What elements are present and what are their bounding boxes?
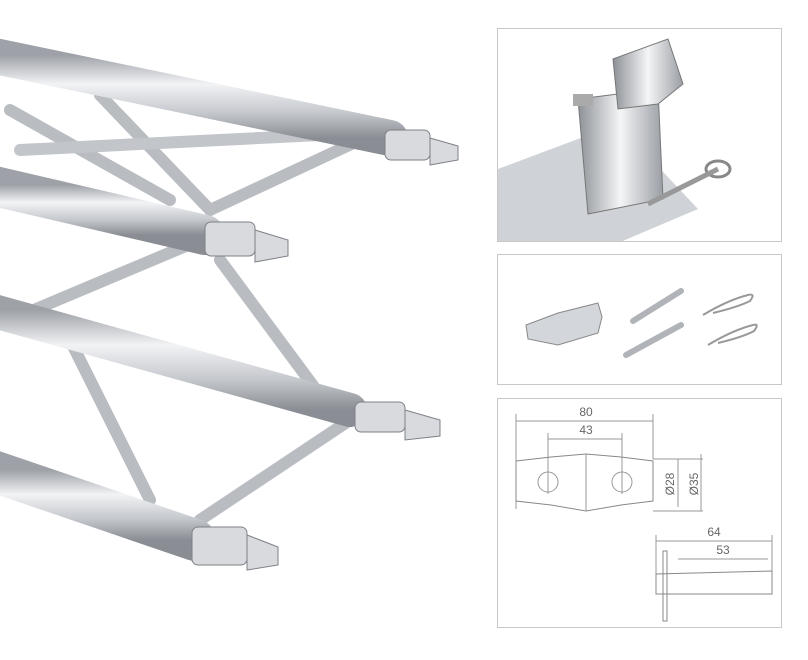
technical-drawing-panel: 80 43 Ø28 Ø35 64 53 [497,398,782,628]
outer-diameter-label: Ø35 [687,472,701,495]
pin-total-length-label: 64 [707,525,721,539]
pin-shaft-length-label: 53 [716,543,730,557]
connector-closeup-panel [497,28,782,242]
parts-set-image [525,288,758,358]
inner-diameter-label: Ø28 [663,472,677,495]
coupler-length-label: 80 [579,405,593,419]
spigot-closeup-image [498,38,732,241]
technical-drawing [515,414,773,622]
hole-spacing-label: 43 [579,423,593,437]
connector-parts-panel [497,254,782,385]
truss-photo [0,38,459,571]
drawing-labels: 80 43 Ø28 Ø35 64 53 [579,405,730,557]
